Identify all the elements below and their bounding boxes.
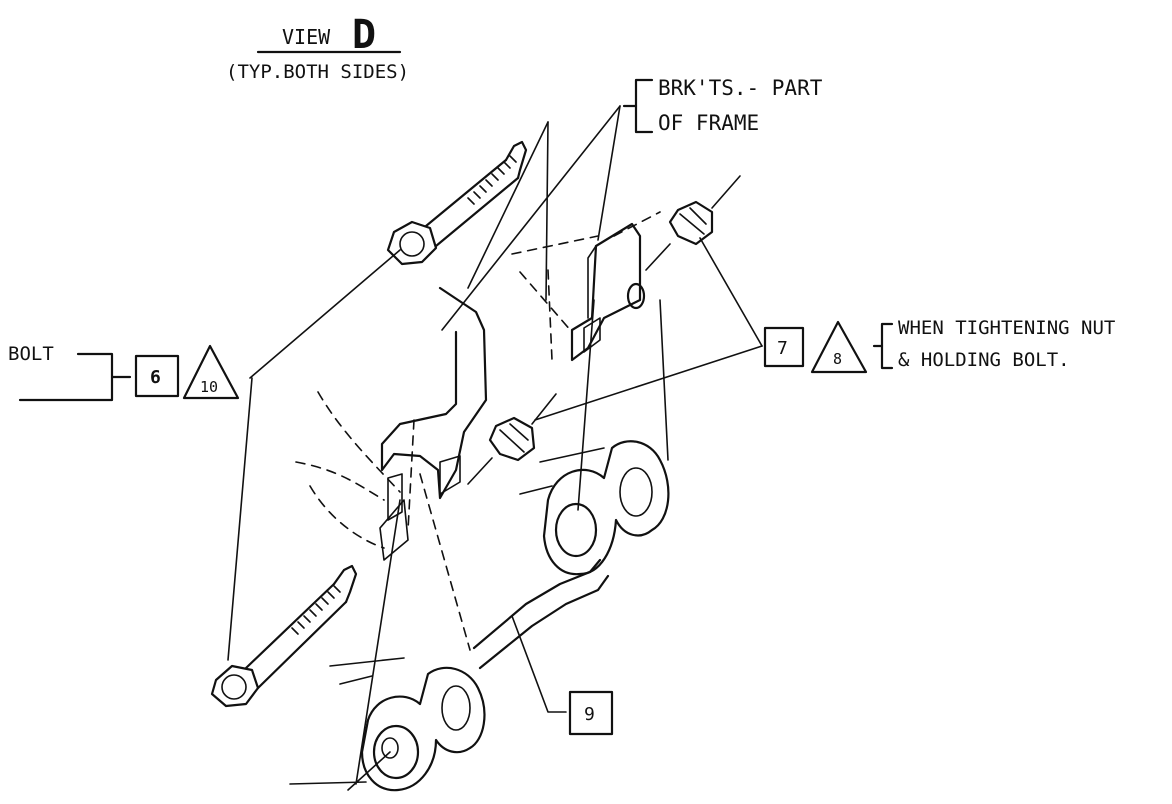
upper-bolt-head-washer — [399, 231, 425, 257]
lower-bracket-drawing — [295, 286, 488, 651]
nut-torque-number: 8 — [833, 350, 842, 368]
nut-callout: 7 8 WHEN TIGHTENING NUT & HOLDING BOLT. — [534, 237, 1115, 421]
lower-bracket-plate — [380, 286, 488, 500]
upper-stud — [626, 282, 646, 310]
centerline-lower-stud — [355, 499, 401, 785]
bar-number-box — [568, 690, 614, 736]
upper-bracket-hidden-lines — [511, 235, 599, 361]
lower-nut-detail — [499, 423, 529, 453]
lower-nut — [488, 416, 536, 462]
upper-bracket-drawing — [511, 211, 661, 362]
upper-bolt-threads — [467, 155, 517, 205]
bolt-number: 6 — [150, 367, 161, 388]
lower-bracket-tab — [439, 455, 461, 495]
nut-leader-top — [699, 237, 763, 347]
lower-bracket-hidden-arc — [317, 391, 401, 493]
brackets-callout: BRK'TS.- PART OF FRAME — [441, 76, 823, 331]
lower-bracket-hidden-arc-2 — [295, 461, 385, 501]
nut-number-box — [763, 326, 805, 368]
lower-nut-axis-2 — [467, 457, 493, 485]
upper-bracket-plate — [570, 222, 642, 362]
bar-leader — [511, 615, 567, 713]
lower-bracket-base — [379, 499, 409, 561]
lower-bracket-lower-tab — [387, 473, 403, 521]
bar-upper-edge — [472, 558, 602, 650]
lower-nut-drawing — [467, 393, 557, 485]
upper-bracket-hidden-2 — [613, 211, 661, 237]
assembly-centerlines — [355, 121, 669, 785]
centerline-diag — [467, 121, 549, 289]
upper-bolt-tip — [504, 140, 528, 180]
lower-nut-axis — [531, 393, 557, 425]
bar-lower-eye-pin — [381, 737, 399, 759]
upper-bolt-drawing — [386, 140, 528, 266]
upper-bolt-shank-top — [424, 158, 508, 228]
nut-note-line1: WHEN TIGHTENING NUT — [898, 317, 1115, 339]
bar-lower-eye-hole-2 — [441, 685, 471, 731]
lower-bolt-drawing — [210, 564, 358, 708]
brackets-label-line2: OF FRAME — [658, 111, 759, 135]
upper-nut-axis-2 — [645, 243, 671, 271]
lower-bolt-tip — [332, 564, 358, 604]
bar-upper-eye-hole — [554, 502, 598, 558]
lower-bolt-head — [210, 664, 260, 708]
upper-bracket-edge — [587, 245, 597, 319]
nut-leader-bottom — [534, 345, 763, 421]
bar-lower-baseline — [289, 781, 367, 785]
upper-bolt-head — [386, 220, 438, 266]
lower-bolt-shank-bottom — [256, 600, 348, 690]
bar-callout: 9 — [511, 615, 614, 736]
bolt-leader-top — [249, 249, 401, 379]
bar-number: 9 — [584, 704, 595, 725]
lower-bracket-hidden-arc-3 — [309, 485, 385, 549]
lower-bolt-threads — [291, 585, 341, 635]
centerline-right-vertical — [659, 299, 669, 461]
lower-bolt-shank-top — [244, 582, 336, 670]
bar-upper-eye — [542, 440, 670, 576]
view-title: VIEW D (TYP.BOTH SIDES) — [226, 12, 409, 83]
upper-nut-drawing — [626, 175, 741, 310]
bolt-torque-number: 10 — [200, 378, 218, 396]
bolt-torque-triangle-icon — [182, 344, 240, 400]
bar-lower-axis — [347, 751, 391, 791]
bar-lower-eye — [360, 666, 486, 792]
upper-nut-axis — [711, 175, 741, 209]
lower-bracket-hidden-lines — [407, 419, 471, 651]
brackets-leader-1 — [441, 105, 621, 331]
nut-number: 7 — [777, 338, 788, 359]
brackets-brace — [634, 78, 654, 134]
nut-note-brace — [880, 322, 894, 370]
bar-lower-eye-detail — [329, 657, 405, 685]
upper-nut — [668, 200, 714, 246]
bolt-callout: BOLT 6 10 — [8, 249, 401, 661]
brackets-leader-2 — [597, 105, 621, 241]
bar-lower-edge — [478, 574, 610, 670]
bar-upper-eye-detail — [519, 447, 605, 495]
bolt-number-box — [134, 354, 180, 398]
view-title-letter: D — [352, 12, 376, 58]
upper-bolt-shank-bottom — [434, 176, 520, 248]
lower-bolt-head-washer — [221, 674, 247, 700]
bar-lower-eye-hole — [372, 724, 420, 780]
nut-torque-triangle-icon — [810, 320, 868, 374]
centerline-upper-stud — [577, 299, 595, 511]
centerline-upper-vertical — [545, 121, 549, 301]
bolt-leader-bottom — [227, 377, 253, 661]
upper-bracket-tab — [583, 317, 601, 353]
view-title-word: VIEW — [282, 25, 331, 49]
bar-drawing — [289, 440, 670, 792]
bar-upper-eye-hole-2 — [619, 467, 653, 517]
upper-nut-detail — [679, 207, 707, 235]
bolt-label: BOLT — [8, 343, 54, 365]
view-subtitle: (TYP.BOTH SIDES) — [226, 61, 409, 83]
brackets-label-line1: BRK'TS.- PART — [658, 76, 823, 100]
nut-note-line2: & HOLDING BOLT. — [898, 349, 1070, 371]
